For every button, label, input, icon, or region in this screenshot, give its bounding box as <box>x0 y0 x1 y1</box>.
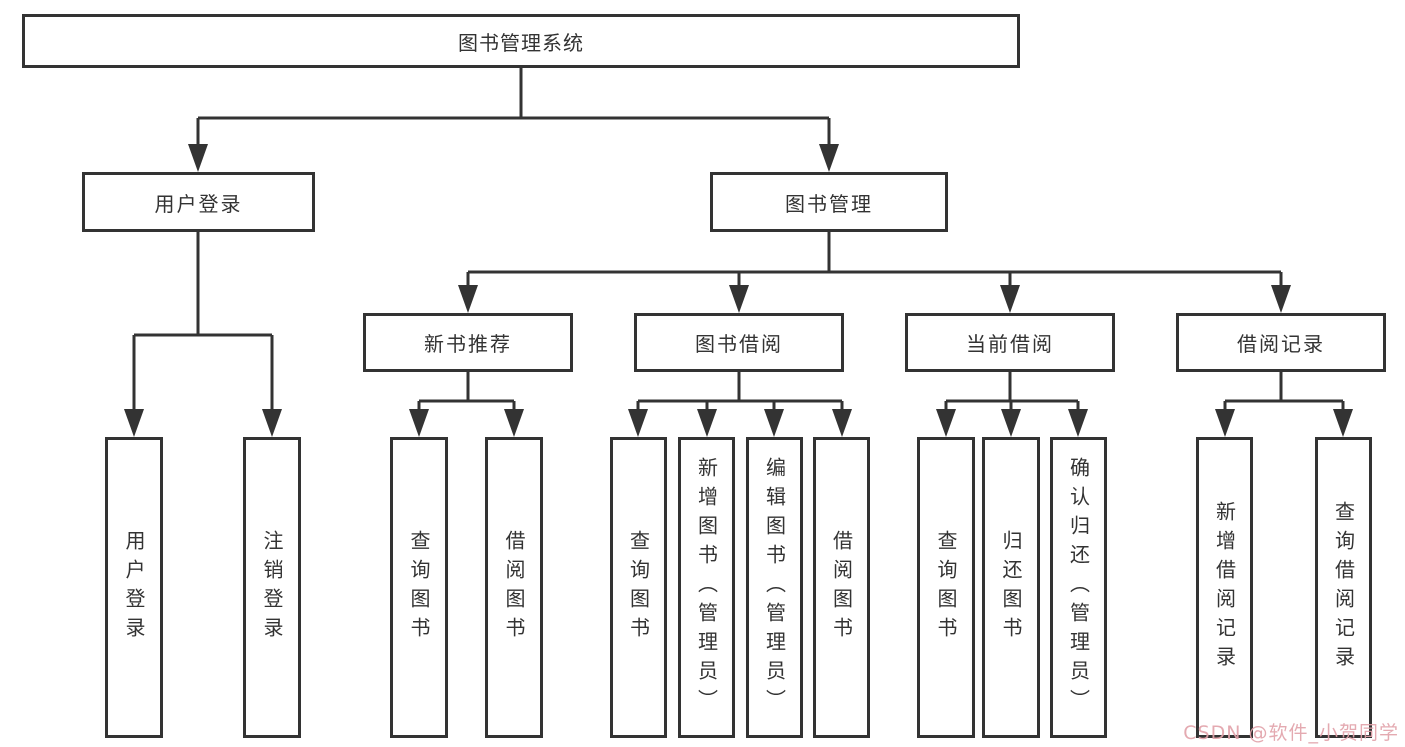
node-user-login-branch: 用户登录 <box>82 172 315 232</box>
leaf-logout: 注销登录 <box>243 437 301 738</box>
arrow-down-icon <box>1271 285 1291 313</box>
node-new-book-recommendation: 新书推荐 <box>363 313 573 372</box>
arrow-down-icon <box>262 409 282 437</box>
node-label: 确认归还（管理员） <box>1066 457 1091 718</box>
leaf-user-login: 用户登录 <box>105 437 163 738</box>
leaf-edit-books-admin: 编辑图书（管理员） <box>746 437 803 738</box>
node-label: 查询图书 <box>934 529 958 646</box>
node-book-borrowing: 图书借阅 <box>634 313 844 372</box>
leaf-query-borrow-record: 查询借阅记录 <box>1315 437 1372 738</box>
arrow-down-icon <box>1001 409 1021 437</box>
node-label: 用户登录 <box>154 191 243 216</box>
arrow-down-icon <box>628 409 648 437</box>
arrow-down-icon <box>819 144 839 172</box>
arrow-down-icon <box>188 144 208 172</box>
leaf-return-books: 归还图书 <box>982 437 1040 738</box>
arrow-down-icon <box>124 409 144 437</box>
arrow-down-icon <box>1068 409 1088 437</box>
node-label: 归还图书 <box>999 529 1023 646</box>
node-label: 用户登录 <box>122 529 146 646</box>
leaf-query-books: 查询图书 <box>390 437 448 738</box>
arrow-down-icon <box>1333 409 1353 437</box>
leaf-add-books-admin: 新增图书（管理员） <box>678 437 735 738</box>
node-label: 当前借阅 <box>966 332 1054 356</box>
node-label: 编辑图书（管理员） <box>762 457 787 718</box>
arrow-down-icon <box>458 285 478 313</box>
arrow-down-icon <box>697 409 717 437</box>
node-label: 借阅图书 <box>829 529 854 646</box>
node-label: 图书借阅 <box>695 332 783 356</box>
node-label: 借阅图书 <box>502 529 526 646</box>
arrow-down-icon <box>936 409 956 437</box>
node-label: 查询借阅记录 <box>1331 500 1356 675</box>
node-label: 图书管理系统 <box>458 30 584 55</box>
node-label: 查询图书 <box>407 529 431 646</box>
leaf-borrow-books: 借阅图书 <box>813 437 870 738</box>
arrow-down-icon <box>504 409 524 437</box>
node-label: 借阅记录 <box>1237 332 1325 356</box>
node-label: 查询图书 <box>626 529 651 646</box>
node-label: 新增图书（管理员） <box>694 457 719 718</box>
node-library-management-system: 图书管理系统 <box>22 14 1020 68</box>
leaf-query-books: 查询图书 <box>610 437 667 738</box>
node-borrowing-records: 借阅记录 <box>1176 313 1386 372</box>
leaf-borrow-books: 借阅图书 <box>485 437 543 738</box>
arrow-down-icon <box>764 409 784 437</box>
node-label: 注销登录 <box>260 529 284 646</box>
arrow-down-icon <box>1000 285 1020 313</box>
leaf-confirm-return-admin: 确认归还（管理员） <box>1050 437 1107 738</box>
arrow-down-icon <box>729 285 749 313</box>
arrow-down-icon <box>409 409 429 437</box>
csdn-watermark: CSDN @软件_小贺同学 <box>1183 722 1399 744</box>
node-label: 新书推荐 <box>424 332 512 356</box>
node-book-management-branch: 图书管理 <box>710 172 948 232</box>
node-label: 新增借阅记录 <box>1212 500 1237 675</box>
node-current-borrowing: 当前借阅 <box>905 313 1115 372</box>
leaf-add-borrow-record: 新增借阅记录 <box>1196 437 1253 738</box>
arrow-down-icon <box>1215 409 1235 437</box>
leaf-query-books: 查询图书 <box>917 437 975 738</box>
node-label: 图书管理 <box>785 191 873 216</box>
arrow-down-icon <box>832 409 852 437</box>
